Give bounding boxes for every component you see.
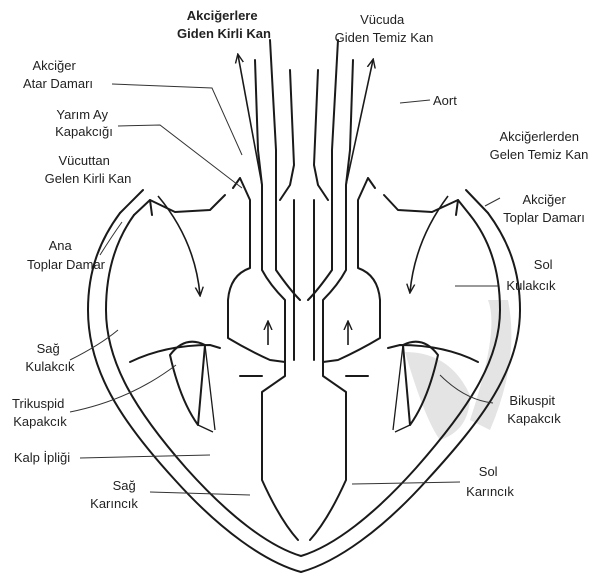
tricuspid-flap — [170, 342, 205, 425]
aorta-outer — [308, 40, 338, 300]
leader-tricuspid — [70, 365, 176, 412]
vena-cava-upper — [150, 195, 225, 212]
label-chordae: Kalp İpliği — [14, 450, 70, 465]
pulmonary-vein-vessel — [456, 190, 488, 215]
label-semilunar-valve: Yarım Ay Kapakcığı — [55, 107, 113, 139]
right-wall-shading — [470, 300, 511, 430]
label-body-flow: Vücuda Giden Temiz Kan — [335, 12, 434, 45]
label-aorta: Aort — [433, 93, 457, 108]
label-left-ventricle: Sol Karıncık — [466, 464, 514, 499]
leader-left-ventricle — [352, 482, 460, 484]
leader-chordae — [80, 455, 210, 458]
label-tricuspid: Trikuspid Kapakcık — [12, 396, 68, 429]
pulmonary-artery-outer — [270, 40, 300, 300]
septum — [262, 362, 346, 540]
label-from-body: Vücuttan Gelen Kirli Kan — [45, 153, 132, 186]
vena-cava-vessel — [120, 190, 152, 215]
label-bicuspid: Bikuspit Kapakcık — [507, 393, 561, 426]
label-from-lungs: Akciğerlerden Gelen Temiz Kan — [490, 129, 589, 162]
leader-semilunar — [118, 125, 242, 188]
label-right-atrium: Sağ Kulakcık — [25, 341, 75, 374]
central-trunk — [280, 70, 328, 360]
leader-pulmonary-vein — [485, 198, 500, 206]
leader-right-ventricle — [150, 492, 250, 495]
label-right-ventricle: Sağ Karıncık — [90, 478, 139, 511]
label-pulmonary-flow: Akciğerlere Giden Kirli Kan — [177, 8, 271, 41]
label-pulmonary-vein: Akciğer Toplar Damarı — [503, 192, 585, 225]
leader-pulmonary-artery — [112, 84, 242, 155]
label-pulmonary-artery: Akciğer Atar Damarı — [23, 58, 93, 91]
label-vena-cava: Ana Toplar Damar — [27, 238, 106, 272]
bicuspid-shading — [405, 352, 470, 440]
pulmonary-flow-arrow — [238, 55, 262, 185]
leader-aorta — [400, 100, 430, 103]
